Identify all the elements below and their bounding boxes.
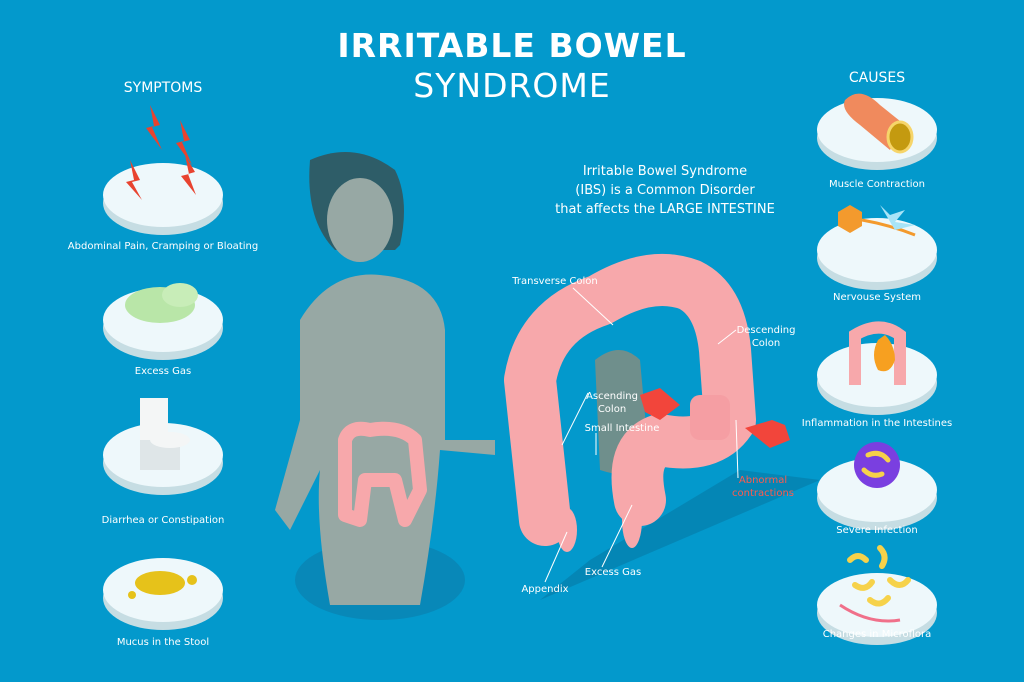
page-title-line1: IRRITABLE BOWEL — [337, 26, 687, 65]
cause-plate-muscle — [817, 93, 937, 170]
symptom-label-diarrhea: Diarrhea or Constipation — [101, 515, 225, 526]
label-small-intestine: Small Intestine — [584, 423, 660, 434]
large-intestine-diagram — [504, 254, 820, 600]
label-descending-colon: Descending Colon — [737, 324, 796, 350]
label-abnormal-line2: contractions — [732, 488, 794, 499]
intro-line-1: Irritable Bowel Syndrome — [582, 164, 748, 179]
cause-label-microflora: Changes in Microflora — [822, 629, 932, 640]
symptom-plate-toilet — [103, 398, 223, 495]
cause-label-infection: Severe Infection — [836, 525, 918, 536]
label-appendix: Appendix — [521, 584, 569, 595]
intro-line-3: that affects the LARGE INTESTINE — [555, 202, 775, 217]
intro-text: Irritable Bowel Syndrome (IBS) is a Comm… — [555, 162, 775, 219]
page-title-line2: SYNDROME — [413, 66, 611, 105]
cause-label-inflammation: Inflammation in the Intestines — [801, 418, 953, 429]
symptom-label-gas: Excess Gas — [134, 366, 192, 377]
label-abnormal-line1: Abnormal — [738, 475, 788, 486]
symptom-label-pain: Abdominal Pain, Cramping or Bloating — [67, 241, 259, 252]
cause-plate-microflora — [817, 545, 937, 645]
symptoms-heading: SYMPTOMS — [123, 80, 203, 96]
symptom-plate-pain — [103, 105, 223, 235]
symptom-plate-mucus — [103, 558, 223, 630]
causes-heading: CAUSES — [848, 70, 906, 86]
cause-label-muscle: Muscle Contraction — [828, 179, 926, 190]
label-excess-gas: Excess Gas — [584, 567, 642, 578]
cause-plate-nerve — [817, 205, 937, 290]
label-abnormal-contractions: Abnormal contractions — [732, 474, 794, 500]
intro-line-2: (IBS) is a Common Disorder — [575, 183, 755, 198]
label-ascending-line1: Ascending — [586, 391, 638, 402]
woman-figure — [275, 152, 495, 620]
label-ascending-colon: Ascending Colon — [586, 390, 638, 416]
cause-plate-inflammation — [817, 321, 937, 415]
symptom-label-mucus: Mucus in the Stool — [116, 637, 210, 648]
label-transverse-colon: Transverse Colon — [512, 276, 598, 287]
cause-plate-infection — [817, 442, 937, 530]
label-ascending-line2: Colon — [597, 404, 627, 415]
symptom-plate-gas — [103, 283, 223, 360]
cause-label-nerve: Nervouse System — [833, 292, 921, 303]
label-descending-line1: Descending — [736, 325, 796, 336]
label-descending-line2: Colon — [751, 338, 781, 349]
